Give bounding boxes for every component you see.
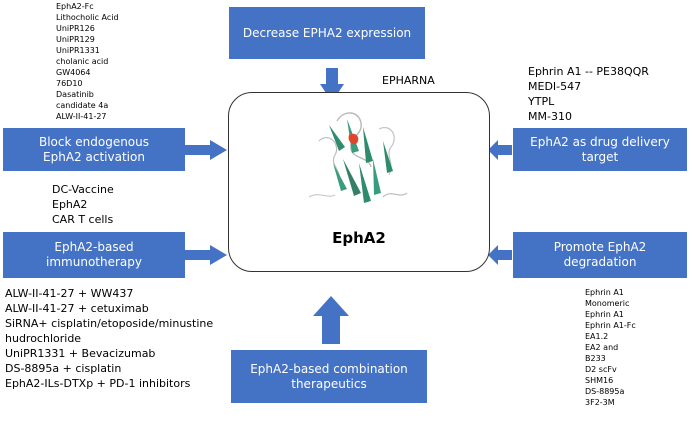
list-item: YTPL bbox=[528, 95, 555, 108]
drug-delivery-box: EphA2 as drug delivery target bbox=[513, 128, 687, 171]
list-item: 76D10 bbox=[56, 79, 83, 88]
left-arrow-upper bbox=[488, 140, 512, 160]
down-arrow bbox=[320, 68, 344, 102]
list-item: ALW-II-41-27 + WW437 bbox=[5, 287, 134, 300]
list-item: Dasatinib bbox=[56, 90, 94, 99]
list-item: UniPR129 bbox=[56, 35, 95, 44]
list-item: EA1.2 bbox=[585, 332, 609, 341]
list-item: DS-8895a bbox=[585, 387, 625, 396]
list-item: SHM16 bbox=[585, 376, 614, 385]
list-item: EphA2-Fc bbox=[56, 2, 94, 11]
immunotherapy-box: EphA2-based immunotherapy bbox=[3, 232, 185, 278]
list-item: EA2 and bbox=[585, 343, 619, 352]
left-arrow-lower bbox=[488, 245, 512, 265]
degradation-box: Promote EphA2 degradation bbox=[513, 232, 687, 278]
list-item: Ephrin A1 bbox=[585, 310, 624, 319]
list-item: MEDI-547 bbox=[528, 80, 582, 93]
list-item: Ephrin A1 -- PE38QQR bbox=[528, 65, 649, 78]
list-item: ALW-II-41-27 + cetuximab bbox=[5, 302, 149, 315]
list-item: CAR T cells bbox=[52, 213, 114, 226]
up-arrow bbox=[313, 296, 349, 344]
list-item: DC-Vaccine bbox=[52, 183, 114, 196]
list-item: SiRNA+ cisplatin/etoposide/minustine bbox=[5, 317, 214, 330]
list-item: EphA2 bbox=[52, 198, 88, 211]
immunotherapy-label: EphA2-based immunotherapy bbox=[46, 240, 142, 269]
combination-box: EphA2-based combination therapeutics bbox=[231, 350, 427, 403]
list-item: EphA2-ILs-DTXp + PD-1 inhibitors bbox=[5, 377, 191, 390]
epharna-label: EPHARNA bbox=[382, 74, 435, 87]
list-item: MM-310 bbox=[528, 110, 572, 123]
list-item: Ephrin A1-Fc bbox=[585, 321, 636, 330]
block-activation-box: Block endogenous EphA2 activation bbox=[3, 128, 185, 171]
list-item: D2 scFv bbox=[585, 365, 617, 374]
degradation-label: Promote EphA2 degradation bbox=[553, 240, 647, 269]
list-item: DS-8895a + cisplatin bbox=[5, 362, 122, 375]
list-item: candidate 4a bbox=[56, 101, 109, 110]
list-item: cholanic acid bbox=[56, 57, 109, 66]
list-item: ALW-II-41-27 bbox=[56, 112, 107, 121]
epha2-center-title: EphA2 bbox=[332, 229, 386, 247]
list-item: UniPR126 bbox=[56, 24, 95, 33]
epha2-center-panel: EphA2 bbox=[228, 92, 490, 272]
list-item: UniPR1331 bbox=[56, 46, 100, 55]
right-arrow-upper bbox=[185, 140, 227, 160]
list-item: 3F2-3M bbox=[585, 398, 615, 407]
list-item: Monomeric bbox=[585, 299, 630, 308]
list-item: GW4064 bbox=[56, 68, 91, 77]
list-item: Ephrin A1 bbox=[585, 288, 624, 297]
list-item: UniPR1331 + Bevacizumab bbox=[5, 347, 156, 360]
decrease-expression-box: Decrease EPHA2 expression bbox=[229, 7, 425, 59]
block-activation-label: Block endogenous EphA2 activation bbox=[38, 134, 150, 164]
drug-delivery-label: EphA2 as drug delivery target bbox=[530, 134, 670, 164]
right-arrow-lower bbox=[185, 245, 227, 265]
epha2-protein-structure-image bbox=[308, 112, 408, 203]
list-item: B233 bbox=[585, 354, 606, 363]
list-item: hudrochloride bbox=[5, 332, 82, 345]
decrease-expression-label: Decrease EPHA2 expression bbox=[242, 25, 412, 40]
combination-label: EphA2-based combination therapeutics bbox=[250, 361, 408, 391]
list-item: Lithocholic Acid bbox=[56, 13, 119, 22]
